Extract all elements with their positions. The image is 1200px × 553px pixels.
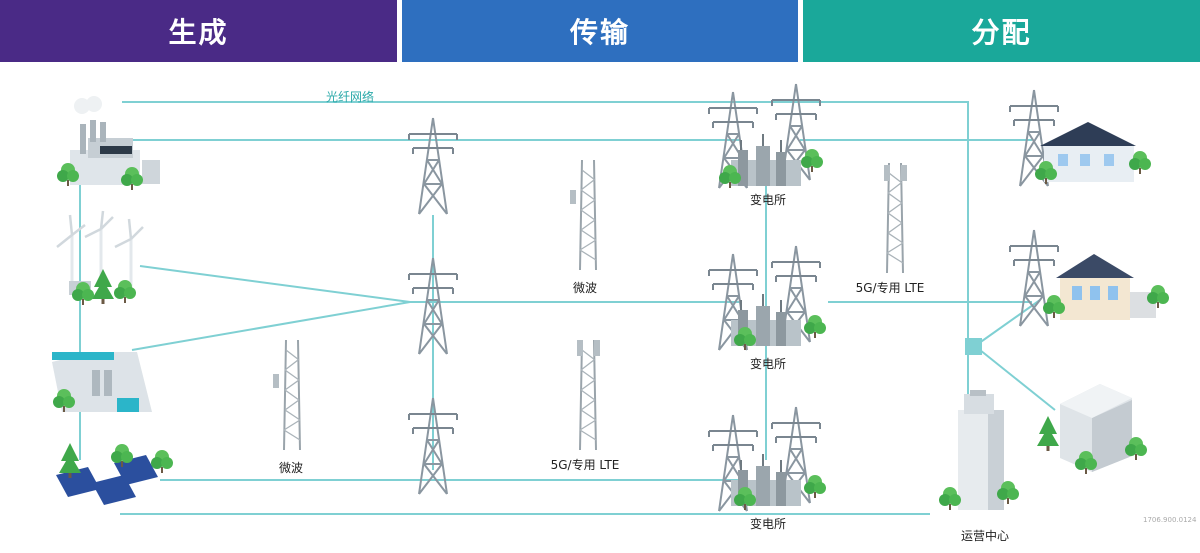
banner-distribution: 分配 — [803, 0, 1200, 62]
house-icon — [1009, 229, 1169, 327]
microwave-tower-icon — [283, 339, 301, 451]
office-building-icon — [1037, 384, 1147, 474]
banner-transmission: 传输 — [402, 0, 798, 62]
network-switch-icon — [965, 338, 982, 355]
fiber-network-label: 光纤网络 — [325, 90, 375, 104]
document-id: 1706.900.0124 — [1143, 516, 1197, 524]
connection-lines — [79, 101, 1056, 515]
transmission-tower-icon — [408, 117, 458, 215]
factory-icon — [57, 96, 160, 190]
substation-icon — [708, 245, 826, 351]
banner-generation: 生成 — [0, 0, 397, 62]
substation-label-top: 变电所 — [749, 193, 787, 207]
lte-label-right: 5G/专用 LTE — [855, 281, 925, 295]
substation-label-middle: 变电所 — [749, 357, 787, 371]
lte-tower-icon — [579, 339, 597, 451]
hydro-dam-icon — [52, 352, 152, 412]
microwave-tower-icon — [579, 159, 597, 271]
operations-center-label: 运营中心 — [960, 529, 1010, 543]
substation-icon — [708, 406, 826, 512]
microwave-label-center: 微波 — [572, 281, 598, 295]
solar-panel-icon — [56, 443, 173, 505]
operations-center-building — [939, 390, 1019, 510]
house-icon — [1009, 89, 1151, 187]
lte-label-center: 5G/专用 LTE — [550, 458, 620, 472]
substation-label-bottom: 变电所 — [749, 517, 787, 531]
substation-icon — [708, 83, 823, 189]
microwave-label-left: 微波 — [278, 461, 304, 475]
wind-turbine-icon — [56, 210, 144, 305]
